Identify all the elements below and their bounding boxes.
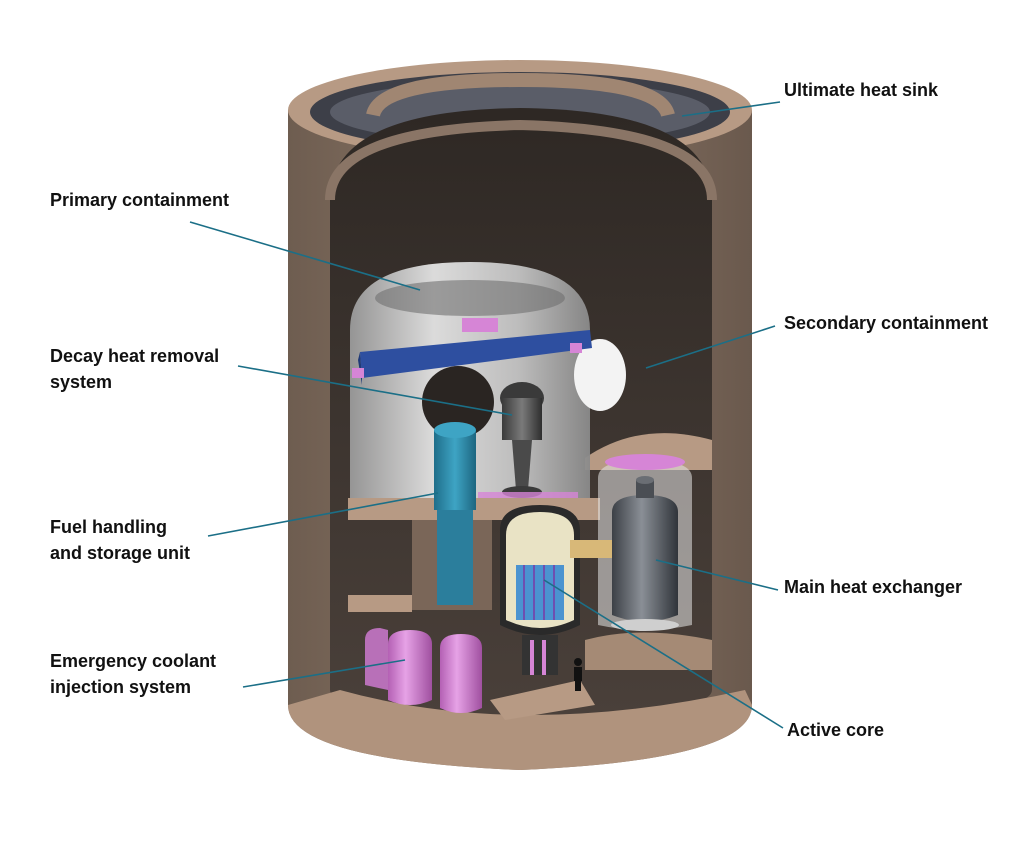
floors	[288, 433, 752, 770]
leader-decay-heat-removal	[237, 365, 513, 416]
fuel-handling-unit	[434, 422, 578, 605]
label-ultimate-heat-sink: Ultimate heat sink	[784, 80, 939, 100]
leader-fuel-handling	[207, 492, 439, 537]
label-decay-heat-removal-line2: system	[50, 372, 113, 392]
label-emergency-coolant-line2: injection system	[50, 677, 192, 697]
label-emergency-coolant: Emergency coolant injection system	[50, 648, 216, 700]
leader-main-heat-exchanger	[655, 559, 779, 591]
main-heat-exchanger	[570, 454, 692, 631]
leader-primary-containment	[189, 221, 421, 291]
label-secondary-containment: Secondary containment	[784, 313, 989, 333]
person-silhouette	[574, 658, 582, 691]
leader-ultimate-heat-sink	[681, 101, 781, 117]
label-fuel-handling: Fuel handling and storage unit	[50, 514, 190, 566]
label-decay-heat-removal: Decay heat removal system	[50, 343, 219, 395]
label-fuel-handling-line2: and storage unit	[50, 543, 191, 563]
emergency-coolant-tanks	[365, 628, 482, 713]
polar-crane	[352, 318, 592, 385]
leader-lines	[189, 101, 784, 729]
label-active-core: Active core	[787, 720, 885, 740]
decay-heat-removal-unit	[500, 382, 544, 498]
label-emergency-coolant-line1: Emergency coolant	[50, 651, 217, 671]
label-decay-heat-removal-line1: Decay heat removal	[50, 346, 220, 366]
label-main-heat-exchanger: Main heat exchanger	[784, 577, 963, 597]
label-fuel-handling-line1: Fuel handling	[50, 517, 167, 537]
leader-emergency-coolant	[242, 659, 406, 688]
leader-active-core	[543, 579, 784, 729]
leader-secondary-containment	[645, 325, 776, 369]
label-primary-containment: Primary containment	[50, 190, 230, 210]
reactor-vessel	[490, 505, 595, 720]
